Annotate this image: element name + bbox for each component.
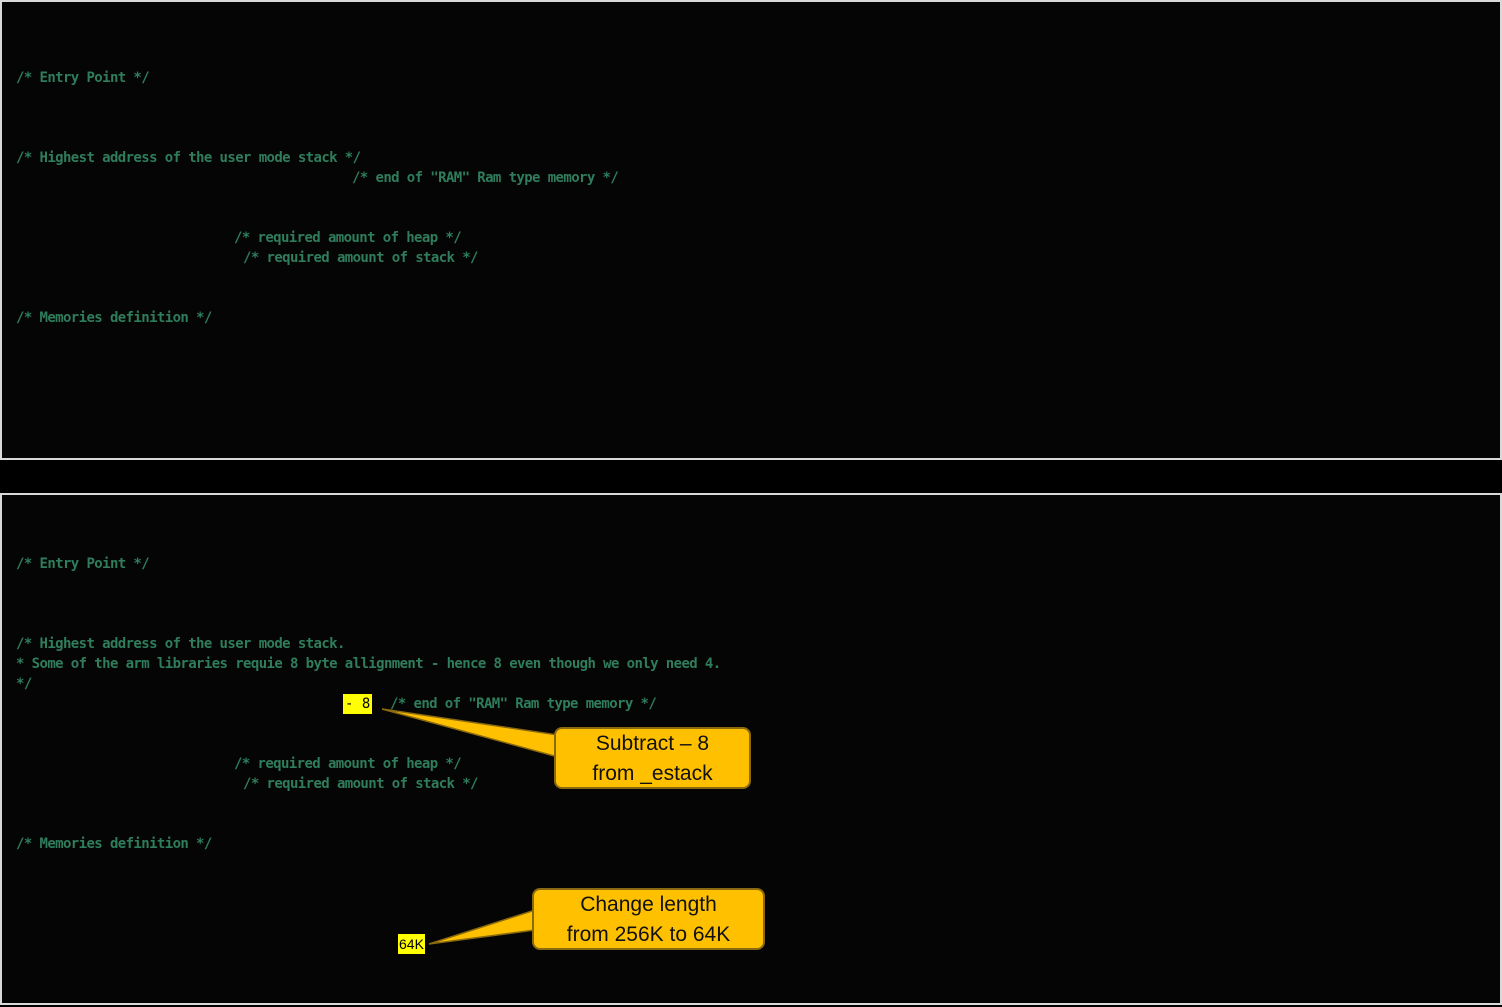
code-panel-before: /* Entry Point */ /* Highest address of … [0, 0, 1502, 460]
callout-length-line1: Change length [580, 893, 717, 916]
callout-length-line2: from 256K to 64K [566, 923, 731, 946]
code-line-alignment-note: * Some of the arm libraries requie 8 byt… [16, 656, 721, 672]
code-line-heap: /* required amount of heap */ [234, 756, 462, 772]
code-line-stack: /* required amount of stack */ [243, 776, 478, 792]
callout-subtract-line1: Subtract – 8 [595, 732, 710, 755]
code-line-entry-point: /* Entry Point */ [16, 556, 150, 572]
code-line-stack: /* required amount of stack */ [243, 250, 478, 266]
highlight-length-64k: 64K [398, 934, 425, 954]
callout-subtract-eight: Subtract – 8 from _estack [554, 727, 751, 789]
code-line-entry-point: /* Entry Point */ [16, 70, 150, 86]
code-line-highest-address: /* Highest address of the user mode stac… [16, 636, 345, 652]
code-line-memories: /* Memories definition */ [16, 836, 212, 852]
code-line-highest-address: /* Highest address of the user mode stac… [16, 150, 361, 166]
code-line-end-of-ram: /* end of "RAM" Ram type memory */ [352, 170, 619, 186]
callout-pointer-length [428, 908, 536, 945]
callout-subtract-line2: from _estack [592, 762, 713, 785]
code-line-heap: /* required amount of heap */ [234, 230, 462, 246]
code-line-end-of-ram: /* end of "RAM" Ram type memory */ [390, 696, 657, 712]
highlight-minus-eight: - 8 [343, 694, 373, 714]
code-panel-after: /* Entry Point */ /* Highest address of … [0, 493, 1502, 1005]
callout-pointer-subtract [381, 708, 559, 758]
code-line-memories: /* Memories definition */ [16, 310, 212, 326]
callout-change-length: Change length from 256K to 64K [532, 888, 765, 950]
code-line-comment-close: */ [16, 676, 32, 692]
